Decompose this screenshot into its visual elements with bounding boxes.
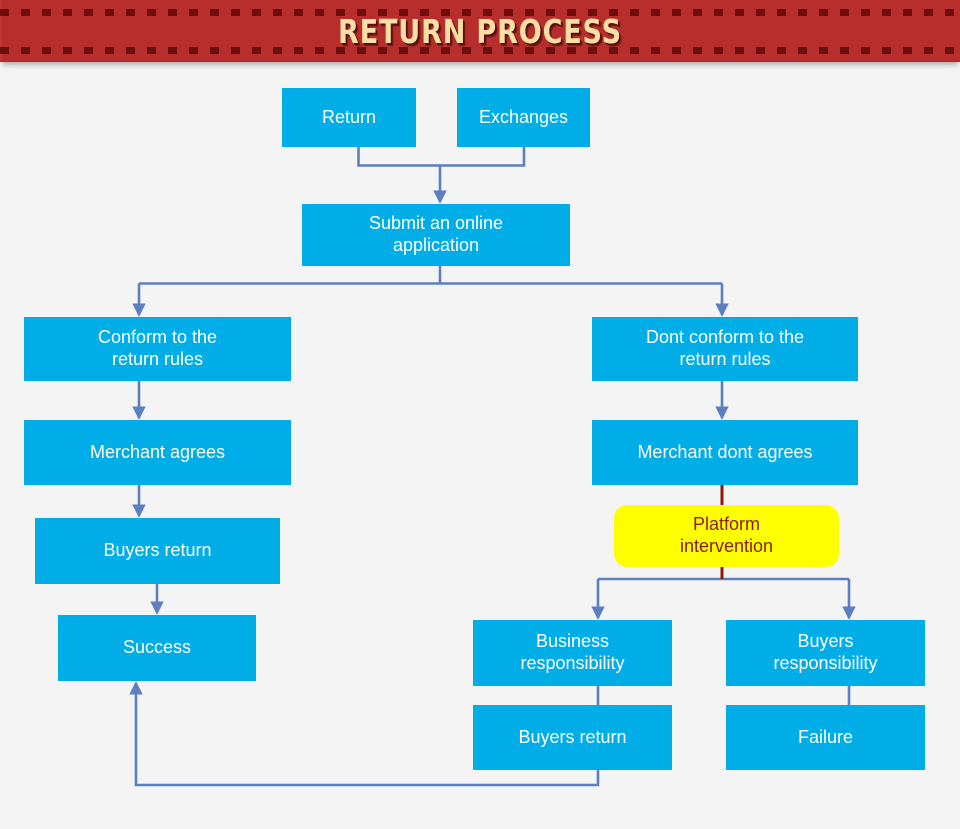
- node-conform-return-rules[interactable]: Conform to the return rules: [24, 317, 291, 381]
- node-dont-conform-line2: return rules: [679, 349, 771, 369]
- node-submit-application[interactable]: Submit an online application: [302, 204, 570, 266]
- edge-return-exchanges-merge: [357, 147, 526, 167]
- node-dont-conform-line1: Dont conform to the: [645, 327, 805, 348]
- node-buyers-responsibility[interactable]: Buyers responsibility: [726, 620, 925, 686]
- node-submit-line2: application: [392, 235, 480, 255]
- node-merchant-dont-agrees-label: Merchant dont agrees: [637, 441, 813, 462]
- node-business-resp-line1: Business: [535, 631, 610, 652]
- node-dont-conform-return-rules[interactable]: Dont conform to the return rules: [592, 317, 858, 381]
- edge-buyers-return-to-success-loop: [129, 681, 600, 787]
- node-success[interactable]: Success: [58, 615, 256, 681]
- header-banner: RETURN PROCESS: [0, 0, 960, 62]
- node-return-label: Return: [321, 106, 377, 127]
- node-buyers-resp-line2: responsibility: [773, 653, 878, 673]
- node-merchant-agrees[interactable]: Merchant agrees: [24, 420, 291, 485]
- node-merchant-agrees-label: Merchant agrees: [89, 441, 226, 462]
- page-title: RETURN PROCESS: [338, 11, 622, 51]
- node-buyers-return-right[interactable]: Buyers return: [473, 705, 672, 770]
- node-buyers-return-left[interactable]: Buyers return: [35, 518, 280, 584]
- node-business-resp-line2: responsibility: [520, 653, 625, 673]
- node-platform-line1: Platform: [692, 514, 761, 535]
- node-conform-line2: return rules: [111, 349, 204, 369]
- node-platform-line2: intervention: [679, 536, 774, 556]
- node-submit-line1: Submit an online: [368, 213, 504, 234]
- node-failure[interactable]: Failure: [726, 705, 925, 770]
- node-platform-intervention[interactable]: Platform intervention: [614, 505, 839, 567]
- node-business-responsibility[interactable]: Business responsibility: [473, 620, 672, 686]
- node-buyers-resp-line1: Buyers: [797, 631, 854, 652]
- node-return[interactable]: Return: [282, 88, 416, 147]
- banner-dashed-line-bottom: [0, 47, 960, 54]
- node-merchant-dont-agrees[interactable]: Merchant dont agrees: [592, 420, 858, 485]
- node-success-label: Success: [122, 637, 192, 658]
- node-conform-line1: Conform to the: [97, 327, 218, 348]
- node-exchanges[interactable]: Exchanges: [457, 88, 590, 147]
- node-buyers-return-right-label: Buyers return: [518, 726, 627, 747]
- banner-dashed-line-top: [0, 9, 960, 16]
- node-exchanges-label: Exchanges: [478, 106, 569, 127]
- flowchart-canvas: Return Exchanges Submit an online applic…: [0, 62, 960, 829]
- node-buyers-return-left-label: Buyers return: [103, 540, 212, 561]
- node-failure-label: Failure: [797, 726, 854, 747]
